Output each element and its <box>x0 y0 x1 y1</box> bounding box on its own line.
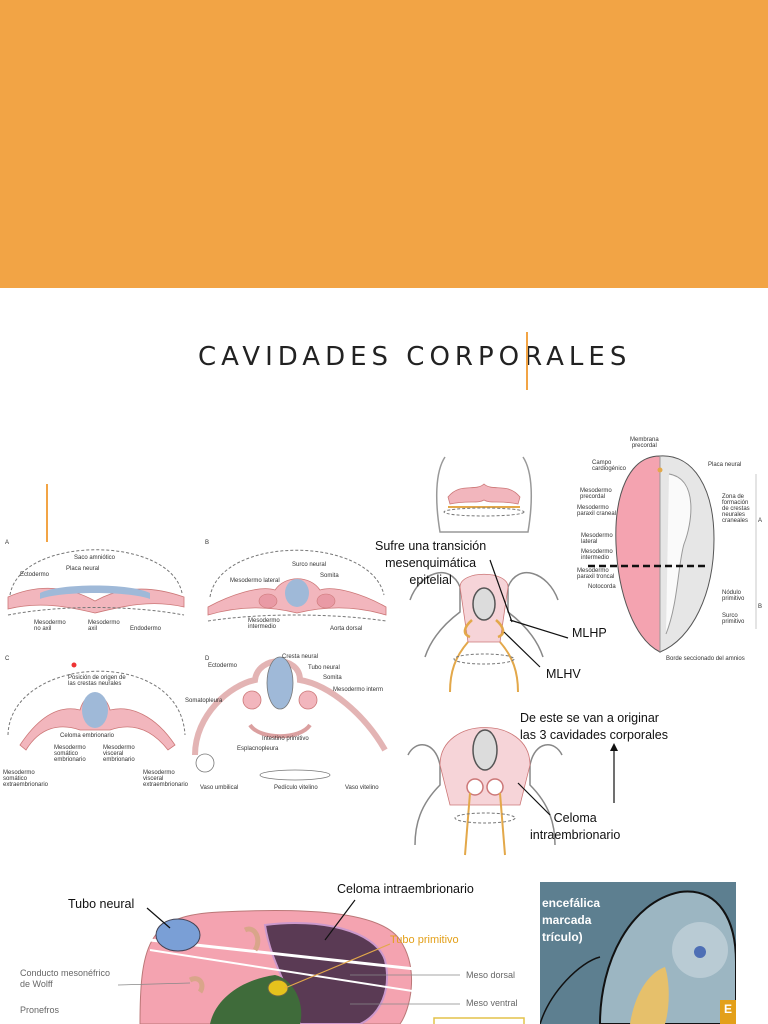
decorative-accent-bar <box>46 484 48 542</box>
fig1-a-saco: Saco amniótico <box>74 555 116 561</box>
fig1-a-placa: Placa neural <box>66 566 100 572</box>
fig1-a-meso-axil: Mesodermo axil <box>88 620 120 632</box>
fig3-borde: Borde seccionado del amnios <box>666 656 745 662</box>
fig1-a-endo: Endodermo <box>130 626 162 632</box>
fig3-side-b: B <box>758 604 763 610</box>
fig3-side-a: A <box>758 518 763 524</box>
dorsal-left-half <box>615 455 661 653</box>
fig3-notocorda: Notocorda <box>588 584 616 590</box>
fig1-d-somato: Somatopleura <box>185 698 223 704</box>
panel-a-amnion <box>9 549 183 596</box>
fig1-panel-c: C <box>5 656 10 662</box>
figure-dorsal-view <box>588 455 757 653</box>
fig1-a-meso-no-axil: Mesodermo no axil <box>34 620 66 632</box>
figure-embryo-sections <box>7 549 388 781</box>
fig2-mlhp: MLHP <box>572 626 607 640</box>
fig1-c-meso-visc-ext: Mesodermo visceral extraembrionario <box>143 770 189 788</box>
fig5-conducto: Conducto mesonéfrico de Wolff <box>20 968 111 989</box>
fig5-meso-ventral: Meso ventral <box>466 998 518 1008</box>
header-banner <box>0 0 768 288</box>
fig3-meso-precordal: Mesodermo precordal <box>580 488 612 500</box>
title-block: CAVIDADES CORPORALES <box>0 330 768 390</box>
fig3-surco: Surco primitivo <box>722 613 745 625</box>
fig1-c-meso-visc: Mesodermo visceral embrionario <box>103 745 135 763</box>
fig1-d-esplacno: Esplacnopleura <box>237 746 279 752</box>
figure-brain-detail <box>540 882 736 1024</box>
fig1-c-meso-som: Mesodermo somático embrionario <box>54 745 86 763</box>
fig1-b-meso-int: Mesodermo intermedio <box>248 618 280 630</box>
fig2-mlhv: MLHV <box>546 667 581 681</box>
fig1-d-cresta: Cresta neural <box>282 654 319 660</box>
panel-a-neural-plate <box>40 585 150 599</box>
fig3-meso-paraxil-craneal: Mesodermo paraxil craneal <box>577 505 617 517</box>
fig4-note: De este se van a originar las 3 cavidade… <box>520 711 668 742</box>
fig3-zona: Zona de formación de crestas neurales cr… <box>722 494 750 524</box>
fig1-panel-d: D <box>205 656 210 662</box>
fig5-tubo-neural: Tubo neural <box>68 897 135 911</box>
fig3-meso-lateral: Mesodermo lateral <box>581 533 613 545</box>
figure-body-section <box>117 899 525 1024</box>
fig1-b-surco: Surco neural <box>292 562 327 568</box>
figure-mesoderm-transition <box>409 456 569 693</box>
fig3-placa-neural: Placa neural <box>708 462 742 468</box>
fig2-transition-note: Sufre una transición mesenquimática epit… <box>375 539 487 587</box>
fig1-c-meso-som-ext: Mesodermo somático extraembrionario <box>3 770 49 788</box>
panel-b-amnion <box>209 549 385 598</box>
fig1-panel-b: B <box>205 540 210 546</box>
fig1-d-somita: Somita <box>323 675 342 681</box>
fig1-d-vaso-vit: Vaso vitelino <box>345 785 379 791</box>
fig6-label: encefálica marcada trículo) <box>542 896 601 944</box>
fig1-b-aorta: Aorta dorsal <box>330 626 363 632</box>
fig1-c-celoma: Celoma embrionario <box>60 733 115 739</box>
fig1-d-vaso-umb: Vaso umbilical <box>200 785 239 791</box>
fig1-d-meso-interm: Mesodermo interm <box>333 687 384 693</box>
fig3-meso-intermedio: Mesodermo intermedio <box>581 549 613 561</box>
fig5-pronefros: Pronefros <box>20 1005 60 1015</box>
fig1-d-tubo: Tubo neural <box>308 665 340 671</box>
fig5-meso-dorsal: Meso dorsal <box>466 970 516 980</box>
figure-celoma <box>407 727 618 856</box>
fig1-panel-a: A <box>5 540 10 546</box>
fig3-meso-paraxil-troncal: Mesodermo paraxil troncal <box>577 568 615 580</box>
fig3-nodulo: Nódulo primitivo <box>722 590 745 602</box>
title-accent-bar <box>526 332 528 390</box>
fig1-d-pediculo: Pedículo vitelino <box>274 785 318 791</box>
fig1-a-ecto: Ectodermo <box>20 572 50 578</box>
fig3-membrana: Membrana precordal <box>630 437 659 449</box>
fig1-d-ecto: Ectodermo <box>208 663 238 669</box>
fig1-b-meso-lat: Mesodermo lateral <box>230 578 280 584</box>
fig5-celoma: Celoma intraembrionario <box>337 882 474 896</box>
fig5-tubo-primitivo: Tubo primitivo <box>390 934 459 946</box>
fig3-campo: Campo cardiogénico <box>592 460 627 472</box>
fig6-corner: E <box>724 1002 733 1016</box>
fig1-d-intestino: Intestino primitivo <box>262 736 309 742</box>
slide-title: CAVIDADES CORPORALES <box>198 342 632 372</box>
fig1-b-somita: Somita <box>320 573 339 579</box>
fig4-celoma: Celoma intraembrionario <box>530 811 621 842</box>
fig1-c-posicion: Posición de origen de las crestas neural… <box>68 675 126 687</box>
